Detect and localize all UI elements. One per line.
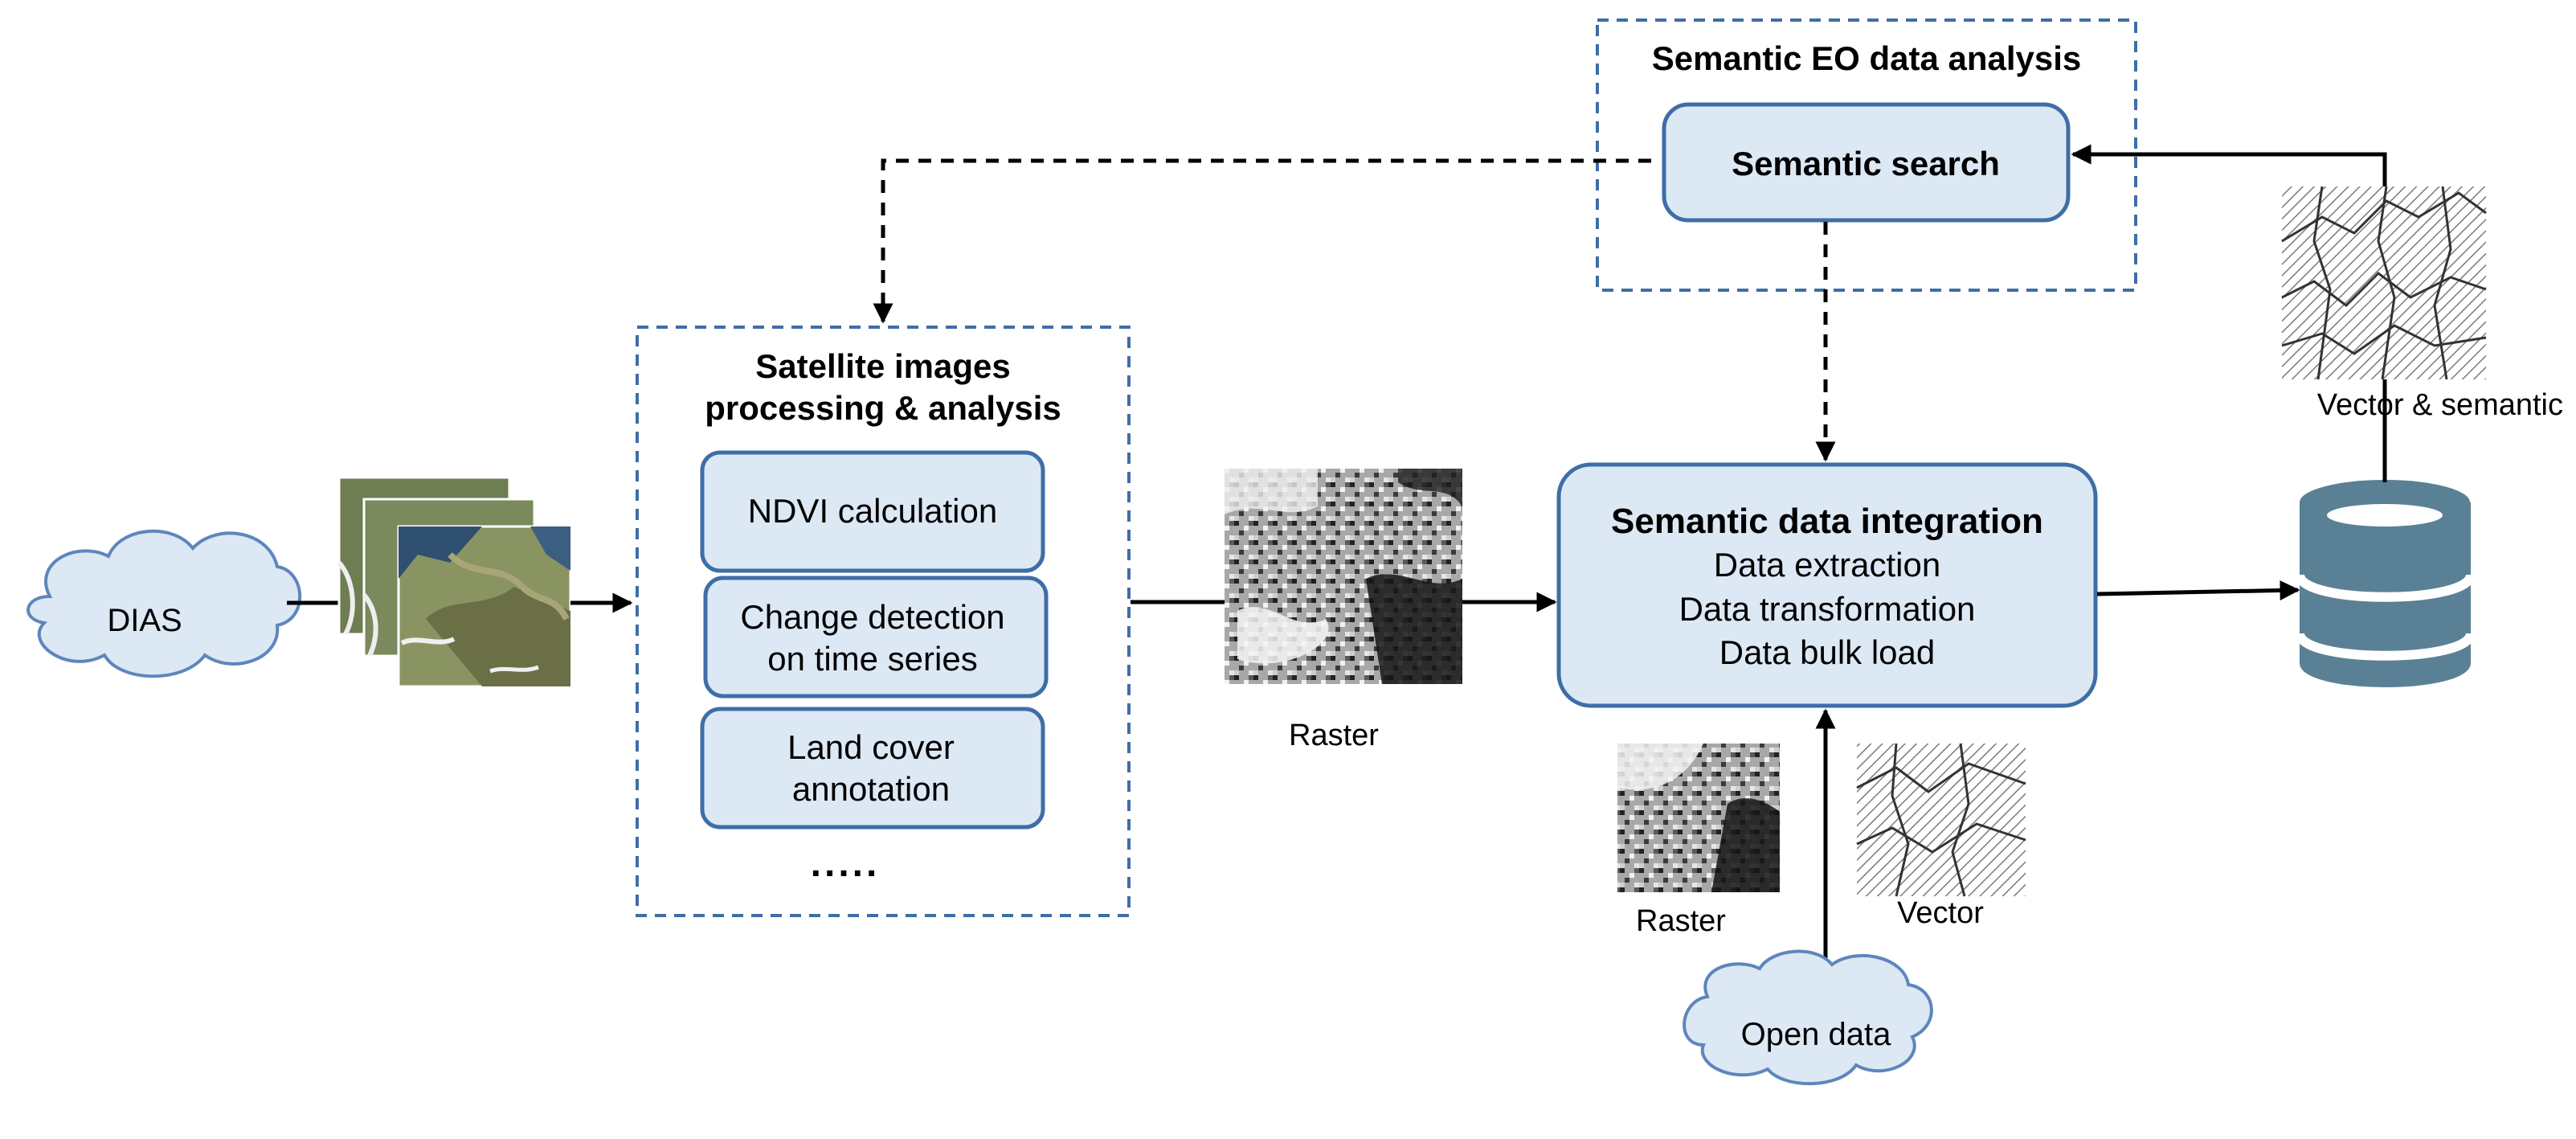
semantic-analysis-title: Semantic EO data analysis	[1652, 39, 2082, 77]
integration-title: Semantic data integration	[1611, 502, 2043, 541]
open-data-cloud: Open data	[1683, 949, 1933, 1086]
integration-to-database-arrow	[2096, 580, 2300, 600]
integration-step-bulk-load: Data bulk load	[1719, 633, 1936, 671]
satellite-image-stack	[337, 476, 572, 688]
integration-step-transformation: Data transformation	[1679, 590, 1976, 628]
dias-cloud: DIAS	[27, 529, 302, 678]
semantic-search-box: Semantic search	[1662, 102, 2071, 223]
ndvi-label: NDVI calculation	[748, 492, 997, 530]
dias-label: DIAS	[107, 603, 182, 638]
semantic-analysis-frame: Semantic EO data analysis Semantic searc…	[1596, 18, 2137, 292]
integration-step-extraction: Data extraction	[1714, 546, 1940, 584]
open-raster-label: Raster	[1636, 904, 1726, 938]
open-vector-thumbnail	[1856, 743, 2026, 897]
open-vector-label: Vector	[1897, 896, 1984, 930]
processing-frame: Satellite images processing & analysis N…	[636, 326, 1131, 917]
vector-semantic-thumbnail	[2281, 186, 2487, 380]
semantic-search-label: Semantic search	[1732, 145, 2000, 182]
change-detection-line1: Change detection	[740, 598, 1004, 636]
processing-ellipsis: .....	[811, 842, 881, 885]
vector-semantic-label: Vector & semantic	[2317, 388, 2563, 422]
processing-title-line2: processing & analysis	[705, 389, 1061, 427]
change-detection-line2: on time series	[767, 640, 977, 678]
land-cover-box: Land cover annotation	[700, 707, 1045, 830]
raster-center-label: Raster	[1289, 719, 1379, 752]
vector-to-search-arrow	[2071, 144, 2387, 186]
open-data-label: Open data	[1741, 1017, 1892, 1052]
open-raster-thumbnail	[1617, 744, 1780, 892]
processing-title-line1: Satellite images	[755, 347, 1010, 385]
database-cylinder-icon	[2295, 480, 2476, 687]
raster-thumbnail	[1225, 469, 1462, 684]
land-cover-line2: annotation	[792, 770, 950, 808]
change-detection-box: Change detection on time series	[703, 576, 1049, 699]
ndvi-calculation-box: NDVI calculation	[700, 450, 1045, 573]
land-cover-line1: Land cover	[787, 728, 955, 766]
semantic-data-integration-box: Semantic data integration Data extractio…	[1556, 462, 2098, 708]
search-to-processing-arrow	[873, 158, 1651, 324]
